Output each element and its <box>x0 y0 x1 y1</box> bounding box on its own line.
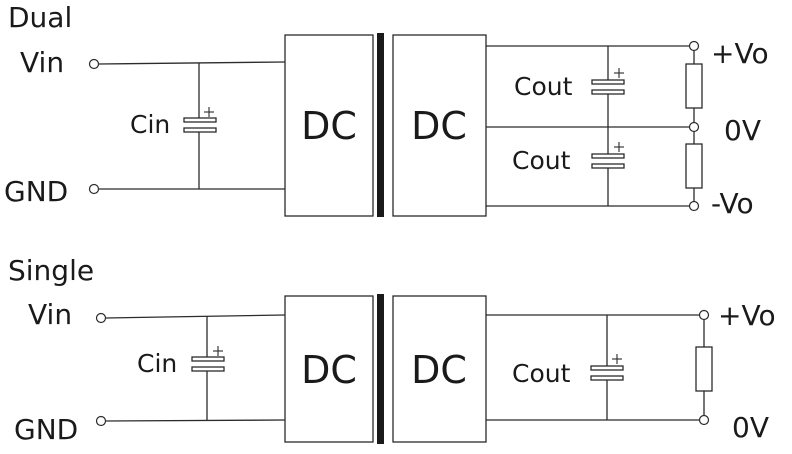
dual-zero-terminal <box>688 121 700 133</box>
single-cout-label: Cout <box>512 359 571 388</box>
single-out-zero-label: 0V <box>732 411 769 444</box>
dual-cout-top-label: Cout <box>514 72 573 101</box>
single-load-resistor-icon <box>695 346 713 392</box>
single-dc-right-label: DC <box>411 348 467 392</box>
dual-pos-terminal <box>688 40 700 52</box>
single-dc-right-box <box>392 295 487 443</box>
single-vin-label: Vin <box>28 298 72 331</box>
single-cin-label: Cin <box>137 349 177 378</box>
dual-cout-top-capacitor-icon <box>591 68 625 95</box>
single-isolation-bar <box>377 294 384 444</box>
dual-cout-bottom-capacitor-icon <box>591 142 625 169</box>
dual-out-neg-label: -Vo <box>711 187 754 220</box>
dual-load-top-resistor-icon <box>685 63 703 109</box>
dual-out-pos-label: +Vo <box>711 37 769 70</box>
single-gnd-wire <box>105 419 286 422</box>
dual-title: Dual <box>8 1 72 34</box>
single-cout-capacitor-icon <box>590 354 624 381</box>
dual-vin-wire <box>98 61 286 65</box>
dual-dc-left-label: DC <box>301 104 357 148</box>
single-zero-terminal <box>698 414 710 426</box>
dual-cout-bottom-label: Cout <box>512 146 571 175</box>
single-vin-terminal <box>95 312 107 324</box>
dual-load-bottom-resistor-icon <box>685 143 703 189</box>
single-dc-left-label: DC <box>301 348 357 392</box>
dual-dc-right-box <box>392 34 487 217</box>
dual-out-zero-label: 0V <box>724 114 761 147</box>
single-out-pos-label: +Vo <box>718 299 776 332</box>
dual-circuit: Dual Vin GND Cin DC DC <box>4 1 769 220</box>
dual-neg-terminal <box>688 200 700 212</box>
single-title: Single <box>8 254 94 287</box>
dual-vin-label: Vin <box>20 46 64 79</box>
dual-vin-terminal <box>88 58 100 70</box>
dual-cin-capacitor-icon <box>183 107 217 133</box>
dual-gnd-terminal <box>88 183 100 195</box>
dual-dc-left-box <box>284 34 374 217</box>
single-cin-capacitor-icon <box>191 346 225 372</box>
dual-dc-right-label: DC <box>411 104 467 148</box>
single-pos-terminal <box>698 309 710 321</box>
single-gnd-terminal <box>95 415 107 427</box>
single-dc-left-box <box>284 295 374 443</box>
single-vin-wire <box>105 314 286 319</box>
single-gnd-label: GND <box>14 413 78 446</box>
dual-gnd-label: GND <box>4 175 68 208</box>
dual-isolation-bar <box>377 33 384 217</box>
dual-cin-label: Cin <box>130 110 170 139</box>
single-circuit: Single Vin GND Cin DC DC <box>8 254 776 446</box>
